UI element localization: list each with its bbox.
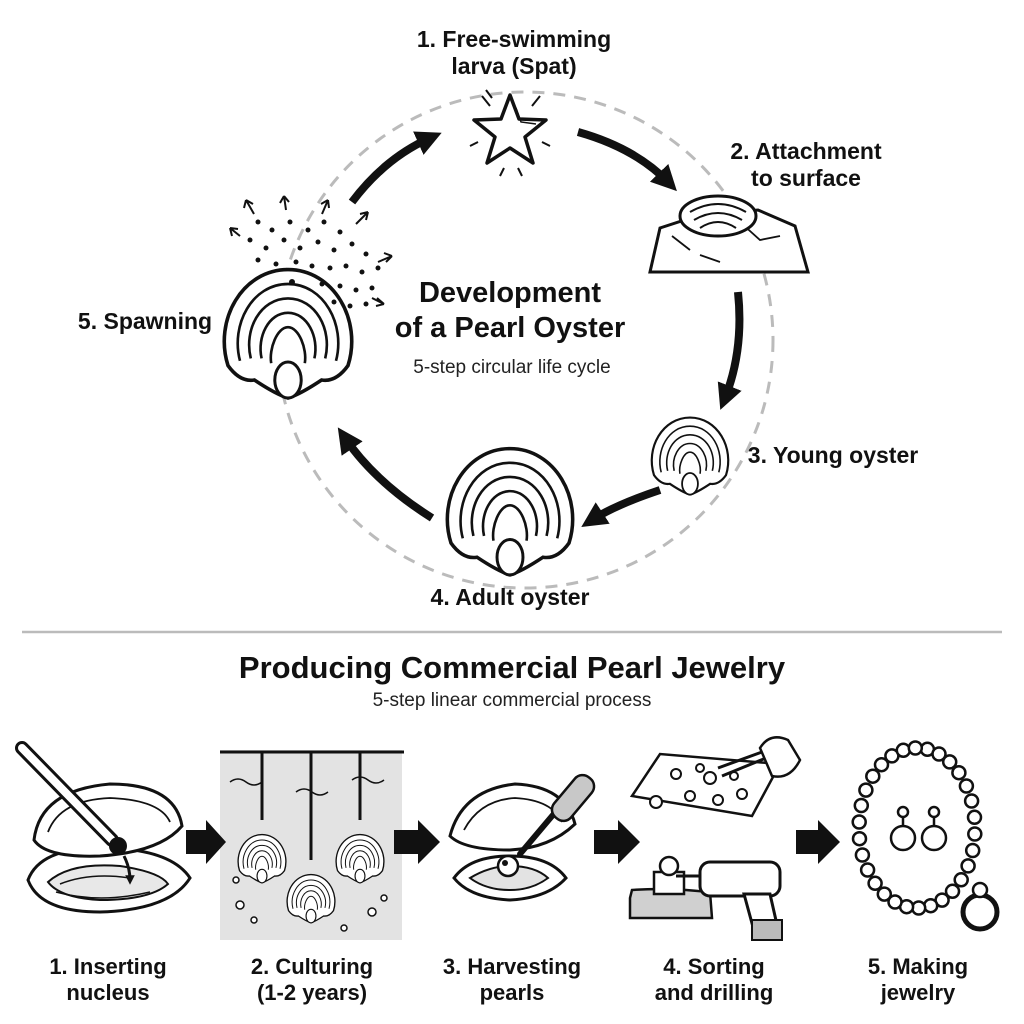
necklace-pearl	[851, 830, 868, 847]
necklace-pearl	[853, 797, 870, 814]
necklace-pearl	[907, 740, 924, 756]
cycle-step-4-label: 4. Adult oyster	[430, 584, 590, 610]
necklace-pearl	[958, 778, 975, 794]
pearl-jewelry-icon	[851, 740, 1000, 932]
spawn-direction-arrows	[229, 195, 393, 307]
harvesting-pearls-icon	[448, 773, 596, 902]
cycle-title-line2: of a Pearl Oyster	[394, 312, 626, 344]
cycle-step-3-label: 3. Young oyster	[747, 442, 919, 468]
necklace-pearl	[858, 782, 874, 798]
necklace-pearl	[967, 826, 983, 842]
process-subtitle: 5-step linear commercial process	[372, 690, 652, 711]
necklace-pearl	[963, 793, 980, 809]
necklace-pearl	[922, 897, 939, 914]
inserting-nucleus-icon	[15, 741, 192, 914]
process-step-3-label: 3. Harvesting pearls	[442, 954, 582, 1005]
necklace-pearl	[953, 872, 969, 888]
spawning-oyster-icon	[222, 195, 393, 400]
process-step-5-label: 5. Making jewelry	[867, 954, 969, 1005]
necklace-pearl	[895, 742, 912, 759]
necklace-pearl	[873, 756, 890, 773]
cycle-step-5-label: 5. Spawning	[77, 308, 213, 334]
cycle-arrow-4-to-5	[337, 427, 435, 522]
young-oyster-icon	[650, 416, 730, 496]
spawn-particles	[247, 219, 381, 309]
process-arrow-4-to-5	[796, 820, 840, 864]
larva-star-icon	[469, 89, 551, 177]
necklace-pearl	[854, 847, 871, 863]
necklace-pearl	[966, 809, 983, 826]
process-step-1-label: 1. Inserting nucleus	[49, 954, 167, 1005]
adult-oyster-icon	[445, 446, 575, 577]
process-arrow-3-to-4	[594, 820, 640, 864]
necklace-pearl	[887, 894, 903, 910]
process-arrow-2-to-3	[394, 820, 440, 864]
necklace-pearl	[951, 764, 967, 781]
commercial-process-diagram	[15, 736, 1000, 941]
process-arrow-1-to-2	[186, 820, 226, 864]
process-step-4-label: 4. Sorting and drilling	[654, 954, 774, 1005]
process-step-2-label: 2. Culturing (1-2 years)	[250, 954, 374, 1005]
necklace-pearl	[931, 746, 947, 762]
necklace-pearl	[941, 754, 958, 770]
life-cycle-diagram	[222, 89, 810, 590]
necklace-pearl	[867, 875, 883, 892]
cycle-step-1-label: 1. Free-swimming larva (Spat)	[416, 26, 612, 79]
cycle-title-line1: Development	[418, 277, 602, 309]
process-title: Producing Commercial Pearl Jewelry	[238, 650, 786, 685]
cycle-arrow-1-to-2	[576, 128, 677, 192]
sorting-drilling-icon	[628, 736, 802, 941]
cycle-arrow-5-to-1	[348, 131, 442, 205]
necklace-pearl	[865, 768, 881, 784]
necklace-pearl	[851, 814, 867, 830]
necklace-pearl	[964, 842, 981, 859]
rock-with-oyster-icon	[648, 194, 810, 274]
necklace-pearl	[859, 862, 876, 878]
cycle-arrow-2-to-3	[717, 291, 744, 410]
cycle-title: Development of a Pearl Oyster	[360, 276, 660, 346]
cycle-subtitle: 5-step circular life cycle	[413, 357, 611, 378]
culturing-water-icon	[220, 750, 404, 940]
necklace-pearl	[944, 883, 961, 900]
cycle-step-2-label: 2. Attachment to surface	[730, 138, 882, 191]
process-arrows	[186, 820, 840, 864]
necklace-pearl	[876, 886, 893, 902]
necklace-pearl	[960, 858, 976, 874]
cycle-arrow-3-to-4	[581, 486, 662, 527]
